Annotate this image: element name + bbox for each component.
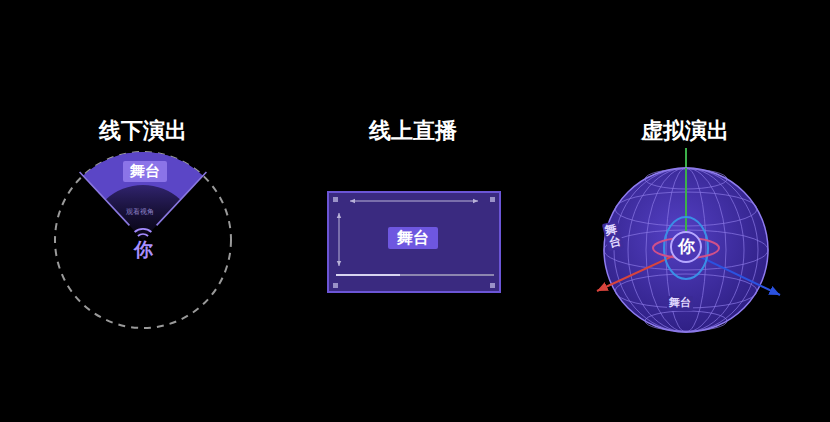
sphere-view — [597, 148, 780, 332]
sector-edge — [80, 172, 130, 225]
view-angle-note: 观看视角 — [126, 208, 154, 216]
section-title: 线上直播 — [369, 118, 457, 143]
progress-fill — [336, 274, 400, 276]
signal-arc — [135, 229, 152, 232]
height-arrow — [339, 213, 340, 266]
node-text: 舞台 — [130, 163, 160, 180]
screen-frame — [328, 192, 500, 292]
rotation-ring — [653, 238, 719, 258]
corner-mark — [490, 197, 495, 202]
audience-circle — [55, 152, 231, 328]
signal-arc — [138, 234, 148, 236]
section-title: 虚拟演出 — [641, 118, 729, 143]
progress-track — [336, 274, 494, 276]
corner-mark — [490, 283, 495, 288]
rotation-ring — [664, 217, 708, 279]
screen-view — [328, 192, 500, 292]
stage-label: 舞台 — [667, 296, 693, 311]
corner-mark — [333, 283, 338, 288]
viewer-orb: 你 — [670, 231, 702, 263]
width-arrow — [350, 201, 478, 202]
section-title: 线下演出 — [99, 118, 187, 143]
node-text: 你 — [678, 237, 695, 257]
offline-view — [55, 152, 231, 328]
corner-mark — [333, 197, 338, 202]
sphere-grid — [604, 168, 768, 332]
stage-band — [83, 152, 203, 200]
stage-label: 舞台 — [388, 227, 438, 249]
stage-label: 舞台 — [123, 161, 167, 182]
node-text: 舞台 — [397, 229, 429, 247]
viewer-label: 你 — [134, 239, 153, 261]
sphere — [604, 168, 768, 332]
